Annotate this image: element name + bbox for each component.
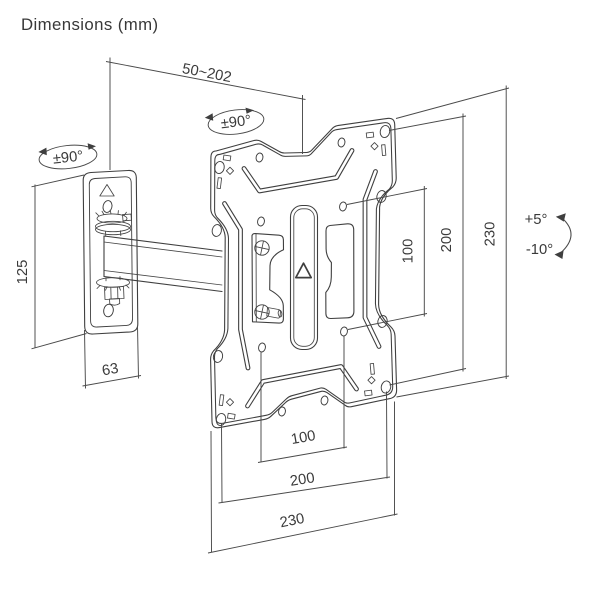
hex-nut: [104, 286, 125, 300]
dimensions: 50~202 ±90° ±90° 125 63 100: [15, 57, 572, 554]
dim-bottom-plate-230: 230: [207, 401, 398, 554]
hook-rails: [222, 148, 382, 409]
dim-right-230-label: 230: [483, 222, 499, 247]
dim-right-vesa-100: 100: [346, 186, 428, 330]
screw-top: [254, 240, 270, 256]
bolt-head: [122, 213, 132, 222]
dim-right-200-label: 200: [439, 228, 455, 253]
dim-wall-plate-width-label: 63: [101, 361, 120, 380]
brand-triangle-logo: [294, 262, 313, 279]
corner-cutouts: [216, 131, 387, 420]
dim-right-plate-230: 230: [395, 85, 510, 398]
dim-right-100-label: 100: [401, 239, 417, 264]
plate-swivel-label: ±90°: [220, 113, 252, 133]
dim-wall-plate-height: 125: [15, 174, 87, 350]
bolt-tip: [109, 297, 121, 306]
wall-plate: [82, 169, 139, 335]
wall-plate-arrow-mark: [99, 184, 115, 197]
wall-plate-hole-top: [102, 200, 113, 213]
dim-arm-extension-label: 50~202: [181, 61, 233, 86]
annotation-wall-swivel: ±90°: [38, 143, 98, 170]
annotation-tilt: +5° -10°: [525, 212, 572, 259]
hinge-assembly: [95, 209, 132, 306]
wall-plate-hole-bottom: [103, 303, 114, 318]
screw-bottom: [254, 304, 270, 320]
annotation-plate-swivel: ±90°: [204, 107, 265, 135]
dim-bottom-200-label: 200: [289, 470, 316, 490]
dim-wall-plate-height-label: 125: [15, 260, 31, 285]
wall-swivel-label: ±90°: [52, 148, 84, 167]
dim-bottom-vesa-100: 100: [257, 336, 348, 463]
lock-washer-top: [96, 213, 128, 224]
right-cutout: [325, 223, 355, 320]
vesa-plate: [210, 117, 398, 429]
page-title: Dimensions (mm): [21, 15, 158, 34]
vesa-holes: [211, 124, 392, 427]
washer-top: [95, 220, 131, 233]
dim-wall-plate-width: 63: [82, 325, 142, 389]
dim-bottom-230-label: 230: [279, 511, 306, 531]
tilt-up-label: +5°: [525, 212, 548, 228]
central-slot: [289, 204, 319, 351]
articulating-arm: [103, 235, 223, 293]
pivot-bracket: [251, 233, 285, 324]
dim-bottom-vesa-200: 200: [218, 391, 391, 504]
tilt-down-label: -10°: [526, 242, 553, 258]
dim-right-vesa-200: 200: [388, 113, 467, 386]
dim-bottom-100-label: 100: [290, 428, 317, 448]
